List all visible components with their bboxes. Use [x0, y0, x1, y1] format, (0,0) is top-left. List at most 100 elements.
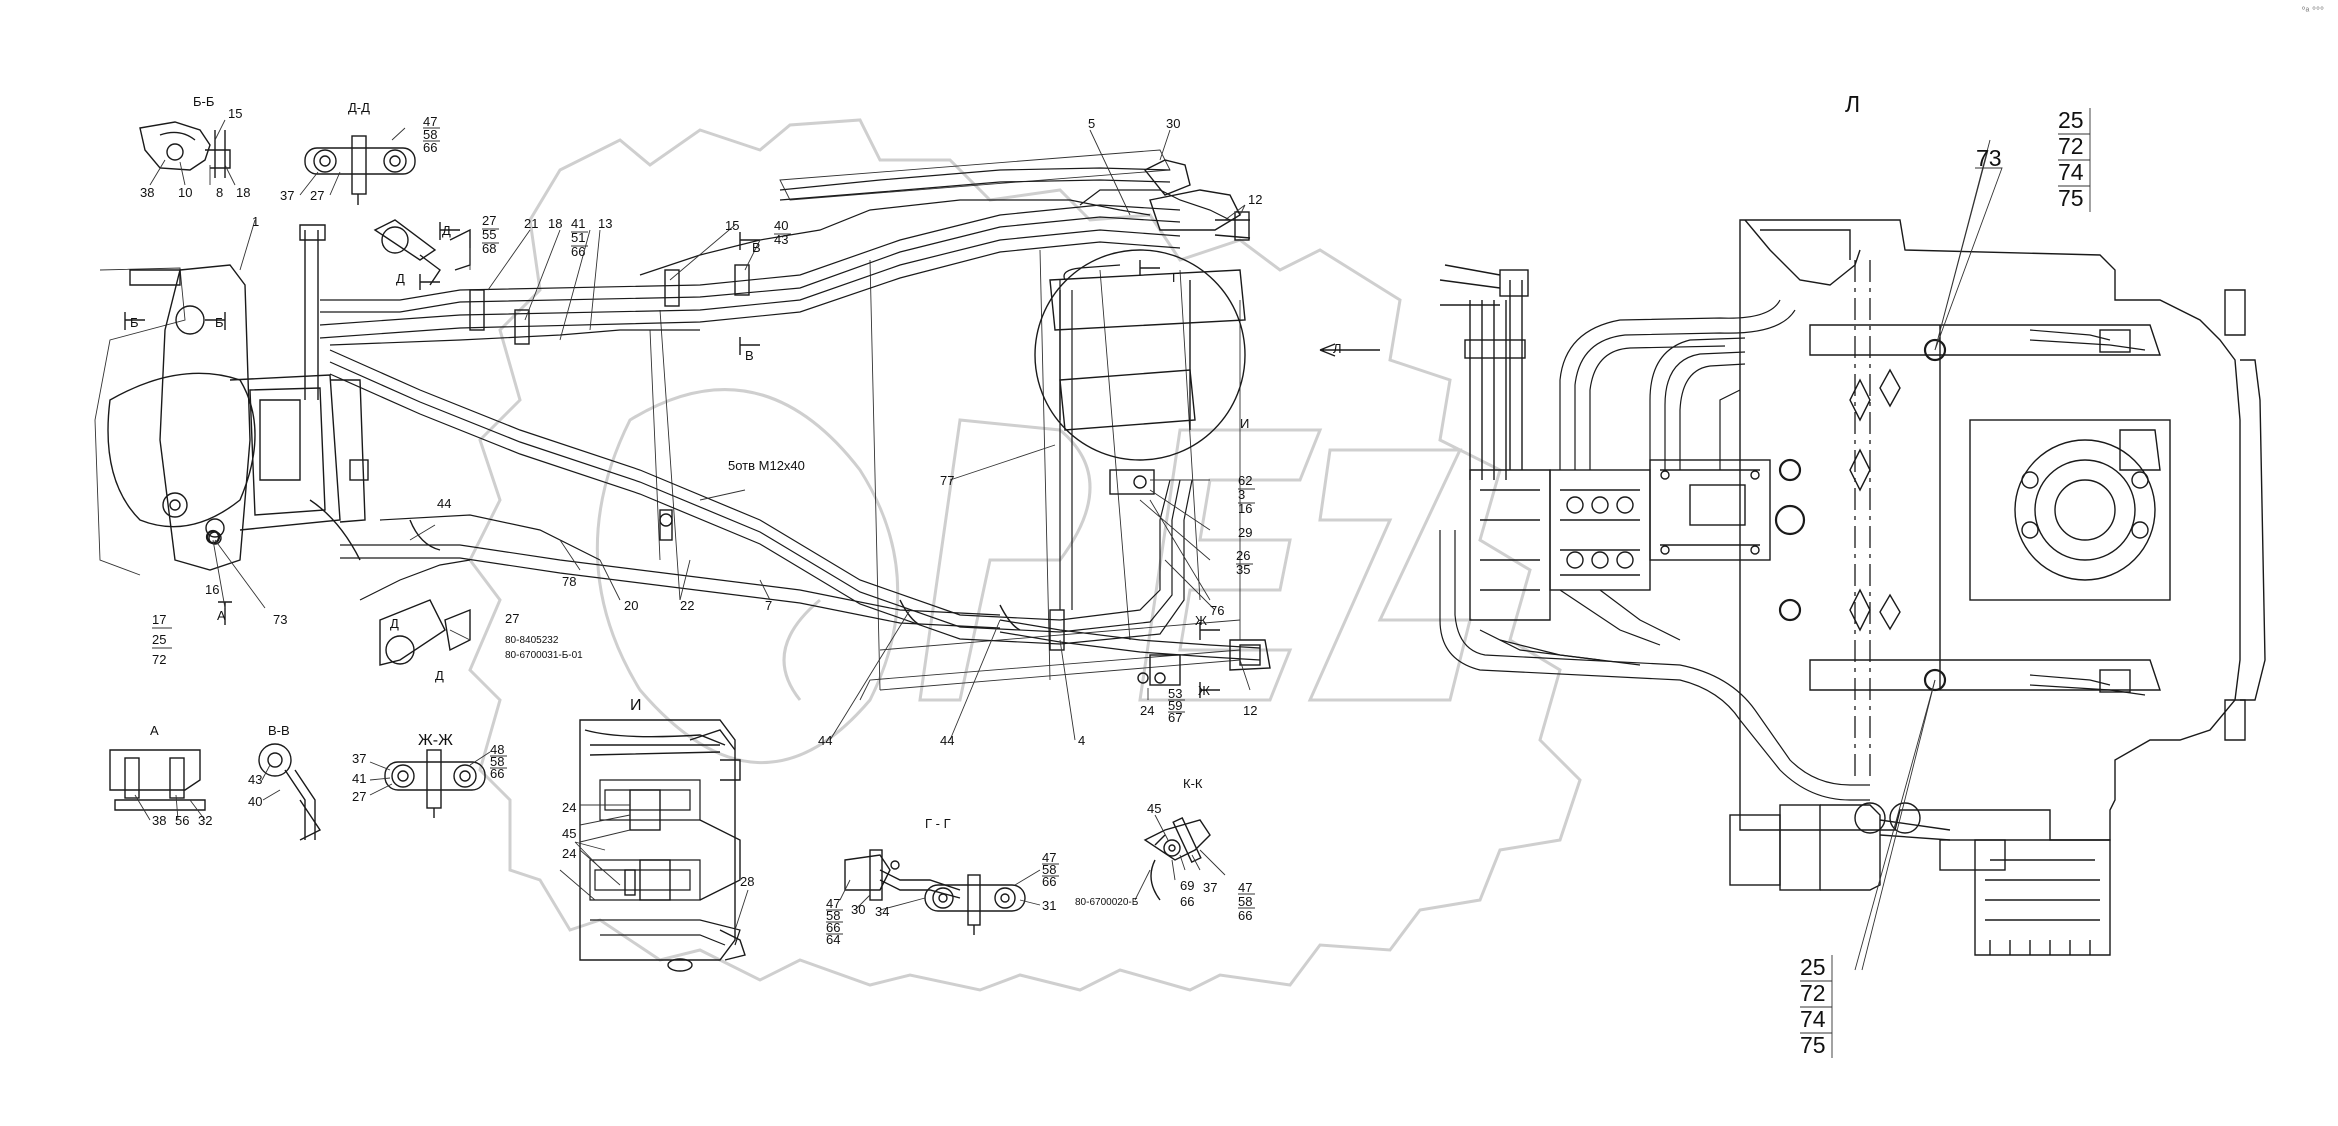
- callout-main-35: 35: [1236, 562, 1250, 577]
- section-gg-title: Г - Г: [925, 816, 951, 831]
- callout-main-5: 5: [1088, 116, 1095, 131]
- callout-main-4: 4: [1078, 733, 1085, 748]
- callout-main-51: 51: [571, 230, 585, 245]
- callout-main-66: 66: [571, 244, 585, 259]
- callout-bb-10: 10: [178, 185, 192, 200]
- callout-main-1: 1: [252, 214, 259, 229]
- callout-i-45: 45: [562, 826, 576, 841]
- callout-dd-27: 27: [310, 188, 324, 203]
- callout-gg-58a: 58: [1042, 862, 1056, 877]
- section-i: [559, 719, 749, 972]
- callout-main-22: 22: [680, 598, 694, 613]
- part-number-2: 80-6700031-Б-01: [505, 650, 583, 661]
- section-kk: [1134, 814, 1226, 901]
- callout-kk-66b: 66: [1238, 908, 1252, 923]
- callout-main-44a: 44: [437, 496, 451, 511]
- callout-bb-8: 8: [216, 185, 223, 200]
- section-i-title: И: [630, 697, 642, 714]
- callout-i-24b: 24: [562, 846, 576, 861]
- callout-a-32: 32: [198, 813, 212, 828]
- part-number-kk: 80-6700020-Б: [1075, 897, 1139, 908]
- callout-main-16b: 16: [205, 582, 219, 597]
- view-l: [1439, 139, 2266, 971]
- callout-vv-43: 43: [248, 772, 262, 787]
- callout-l-bottom-74: 74: [1800, 1006, 1826, 1032]
- watermark-logo: [468, 118, 1582, 992]
- callout-main-76: 76: [1210, 603, 1224, 618]
- callout-kk-66: 66: [1180, 894, 1194, 909]
- callout-main-7: 7: [765, 598, 772, 613]
- callout-bb-38: 38: [140, 185, 154, 200]
- callout-vv-40: 40: [248, 794, 262, 809]
- callout-zhzh-48: 48: [490, 742, 504, 757]
- callout-a-56: 56: [175, 813, 189, 828]
- section-vv-title: В-В: [268, 723, 290, 738]
- callout-l-bottom-72: 72: [1800, 980, 1826, 1006]
- callout-main-25: 25: [152, 632, 166, 647]
- callout-gg-66a: 66: [1042, 874, 1056, 889]
- callout-main-20: 20: [624, 598, 638, 613]
- main-view: [94, 129, 1380, 741]
- cut-mark-b1: Б: [130, 315, 139, 330]
- callout-bb-15: 15: [228, 106, 242, 121]
- corner-glyph: °ᵃ °°°: [2301, 6, 2325, 17]
- callout-gg-66b: 66: [826, 920, 840, 935]
- callout-main-12a: 12: [1248, 192, 1262, 207]
- callout-l-top-74: 74: [2058, 159, 2084, 185]
- callout-main-55: 55: [482, 227, 496, 242]
- section-vv: [258, 743, 322, 841]
- cut-mark-l: Л: [1333, 341, 1342, 356]
- callout-main-59: 59: [1168, 698, 1182, 713]
- callout-main-30: 30: [1166, 116, 1180, 131]
- callout-kk-47: 47: [1238, 880, 1252, 895]
- cut-mark-d2: Д: [396, 271, 405, 286]
- callout-main-27: 27: [482, 213, 496, 228]
- callout-l-top-75: 75: [2058, 185, 2084, 211]
- callout-i-24a: 24: [562, 800, 576, 815]
- callout-main-77: 77: [940, 473, 954, 488]
- callout-gg-64: 64: [826, 932, 840, 947]
- callout-main-40: 40: [774, 218, 788, 233]
- cut-mark-b2: Б: [215, 315, 224, 330]
- section-zhzh-title: Ж-Ж: [418, 732, 453, 749]
- callout-l-73: 73: [1976, 145, 2002, 171]
- callout-main-44b: 44: [818, 733, 832, 748]
- callout-main-15: 15: [725, 218, 739, 233]
- callout-gg-31: 31: [1042, 898, 1056, 913]
- callout-l-bottom-25: 25: [1800, 954, 1826, 980]
- callout-gg-34: 34: [875, 904, 889, 919]
- callout-gg-47a: 47: [1042, 850, 1056, 865]
- section-a: [109, 749, 206, 821]
- callout-kk-45: 45: [1147, 801, 1161, 816]
- callout-kk-37: 37: [1203, 880, 1217, 895]
- cut-mark-i: И: [1240, 416, 1249, 431]
- cut-mark-v2: В: [745, 348, 754, 363]
- callout-main-78: 78: [562, 574, 576, 589]
- callout-a-38: 38: [152, 813, 166, 828]
- section-bb: [139, 119, 236, 186]
- section-dd-title: Д-Д: [348, 100, 370, 115]
- callout-main-27b: 27: [505, 611, 519, 626]
- cut-mark-d3: Д: [390, 616, 399, 631]
- callout-main-13: 13: [598, 216, 612, 231]
- callout-gg-58b: 58: [826, 908, 840, 923]
- callout-zhzh-27: 27: [352, 789, 366, 804]
- cut-mark-v1: В: [752, 240, 761, 255]
- cut-mark-d4: Д: [435, 668, 444, 683]
- callout-zhzh-66: 66: [490, 766, 504, 781]
- callout-main-26: 26: [1236, 548, 1250, 563]
- cut-mark-d1: Д: [442, 223, 451, 238]
- callout-main-17: 17: [152, 612, 166, 627]
- callout-i-28: 28: [740, 874, 754, 889]
- callout-l-top-25: 25: [2058, 107, 2084, 133]
- cut-mark-g: Г: [1172, 270, 1179, 285]
- callout-main-12b: 12: [1243, 703, 1257, 718]
- part-number-1: 80-8405232: [505, 635, 559, 646]
- section-dd: [299, 127, 416, 205]
- callout-zhzh-41: 41: [352, 771, 366, 786]
- callout-main-43: 43: [774, 232, 788, 247]
- callout-dd-58: 58: [423, 127, 437, 142]
- callout-main-3: 3: [1238, 487, 1245, 502]
- callout-main-21: 21: [524, 216, 538, 231]
